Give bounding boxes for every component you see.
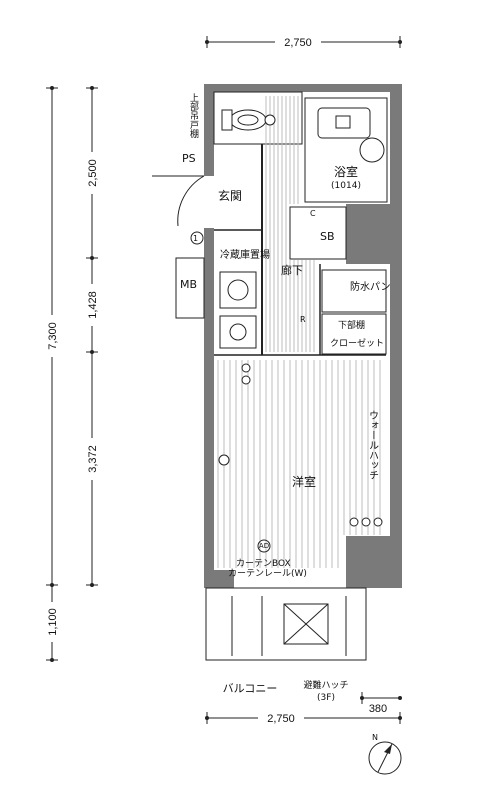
segment-2-label: 1,428	[87, 291, 99, 319]
room-label-bath: 浴室	[334, 164, 358, 179]
balcony-offset-label: 380	[369, 703, 387, 715]
dimension-segments: 2,500 1,428 3,372 1,100	[44, 86, 100, 660]
floor-hatch	[217, 96, 381, 568]
label-closet: クローゼット	[330, 337, 384, 349]
outlet-icons	[190, 231, 383, 553]
compass-icon	[368, 741, 402, 775]
room-label-bath-size: (1014)	[331, 181, 361, 191]
label-ps: PS	[182, 152, 196, 165]
total-depth-label: 7,300	[47, 322, 59, 350]
label-wall-hatch: ウォールハッチ	[367, 410, 379, 480]
entrance-door	[152, 175, 205, 227]
room-label-entrance: 玄関	[218, 188, 242, 203]
bottom-width-label: 2,750	[267, 713, 295, 725]
dimension-top: 2,750	[205, 35, 402, 49]
label-escape-hatch: 避難ハッチ	[303, 679, 348, 691]
label-compass-n: N	[372, 733, 378, 742]
segment-1-label: 2,500	[87, 159, 99, 187]
label-curtain-box: カーテンBOX	[236, 558, 291, 569]
label-mb: MB	[180, 278, 197, 291]
label-fridge: 冷蔵庫置場	[220, 248, 270, 261]
label-escape-floor: (3F)	[317, 693, 335, 703]
segment-4-label: 1,100	[47, 608, 59, 636]
label-lower-closet: 下部棚	[338, 319, 365, 331]
balcony-outline	[205, 587, 367, 661]
label-sb: SB	[320, 230, 335, 243]
segment-3-label: 3,372	[87, 445, 99, 473]
room-label-balcony: バルコニー	[223, 682, 278, 695]
label-upper-cabinet: 上部吊戸棚	[188, 93, 199, 139]
stove-fixture	[219, 271, 257, 349]
room-label-western: 洋室	[292, 474, 316, 489]
interior-walls	[213, 91, 388, 356]
label-r: R	[300, 315, 306, 324]
dimension-bottom: 2,750 380	[205, 692, 402, 725]
top-width-label: 2,750	[284, 37, 312, 49]
toilet-fixture	[221, 109, 276, 131]
exterior-walls	[204, 84, 402, 588]
bathtub-fixture	[317, 107, 385, 163]
label-one: 1	[193, 234, 198, 243]
label-ad: AD	[259, 542, 269, 550]
room-label-hallway: 廊下	[281, 263, 303, 277]
label-waterproof: 防水パン	[350, 280, 391, 293]
dimension-total-depth: 7,300	[44, 86, 60, 662]
label-curtain-rail: カーテンレール(W)	[228, 568, 307, 579]
label-c: C	[310, 209, 316, 218]
mb-box	[175, 257, 205, 319]
